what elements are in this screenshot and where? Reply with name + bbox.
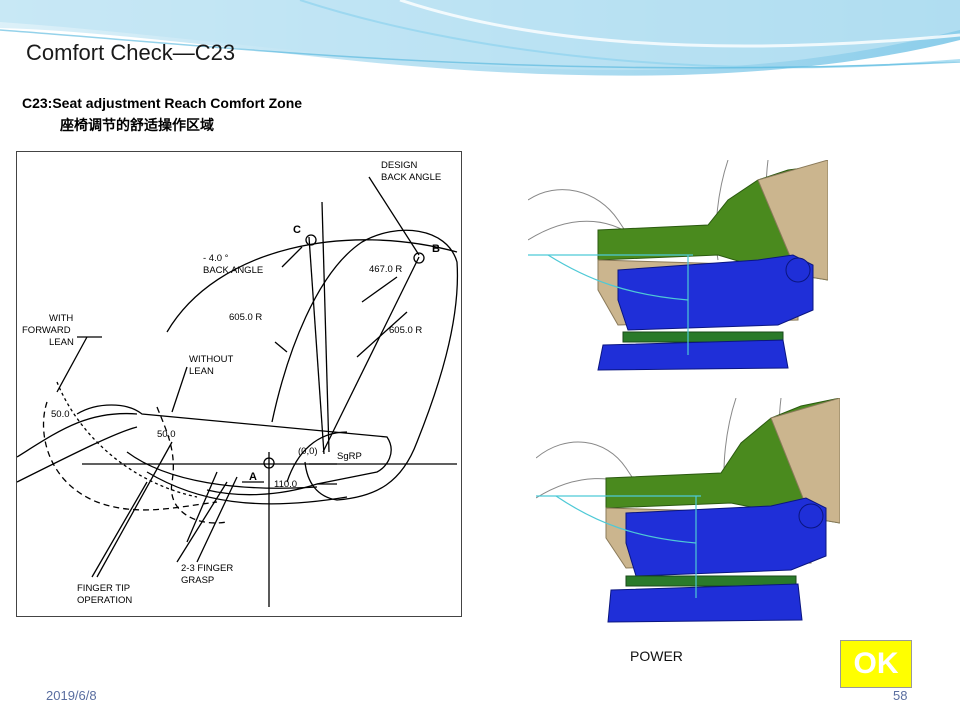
label-with-forward-3: LEAN (49, 337, 74, 348)
slide-date: 2019/6/8 (46, 688, 97, 703)
slide-page-number: 58 (893, 688, 908, 703)
label-radius-467: 467.0 R (369, 264, 402, 275)
reach-zone-drawing: DESIGN BACK ANGLE C B A - 4.0 ° BACK ANG… (16, 160, 459, 607)
label-point-c: C (293, 224, 301, 236)
seat-render-lower-drawing (535, 397, 841, 623)
seat-render-upper-drawing (527, 159, 829, 371)
label-back-angle-1: - 4.0 ° (203, 253, 229, 264)
label-back-angle-2: BACK ANGLE (203, 265, 263, 276)
header-wave-banner (0, 0, 960, 110)
subtitle-chinese: 座椅调节的舒适操作区域 (60, 118, 214, 134)
ok-status-badge: OK (840, 640, 912, 688)
seat-render-lower (535, 397, 841, 628)
label-sgrp: SgRP (337, 451, 362, 462)
label-design-back-angle-2: BACK ANGLE (381, 172, 441, 183)
label-dim-50-left: 50.0 (51, 409, 70, 420)
reach-zone-diagram: DESIGN BACK ANGLE C B A - 4.0 ° BACK ANG… (16, 151, 462, 617)
label-dim-110: 110.0 (274, 479, 297, 490)
label-with-forward-2: FORWARD (22, 325, 71, 336)
label-finger-grasp-1: 2-3 FINGER (181, 563, 233, 574)
label-point-b: B (432, 243, 440, 255)
label-finger-tip-1: FINGER TIP (77, 583, 130, 594)
power-caption: POWER (630, 648, 683, 664)
slide-title: Comfort Check—C23 (26, 40, 236, 65)
label-without-lean-1: WITHOUT (189, 354, 234, 365)
label-dim-50-mid: 50.0 (157, 429, 176, 440)
label-point-a: A (249, 471, 257, 483)
label-finger-tip-2: OPERATION (77, 595, 132, 606)
label-without-lean-2: LEAN (189, 366, 214, 377)
label-radius-605-left: 605.0 R (229, 312, 262, 323)
label-with-forward-1: WITH (49, 313, 73, 324)
subtitle-english: C23:Seat adjustment Reach Comfort Zone (22, 95, 303, 111)
label-radius-605-right: 605.0 R (389, 325, 422, 336)
seat-render-upper (527, 159, 829, 390)
label-design-back-angle-1: DESIGN (381, 160, 418, 171)
label-finger-grasp-2: GRASP (181, 575, 214, 586)
label-origin: (0,0) (298, 446, 318, 457)
